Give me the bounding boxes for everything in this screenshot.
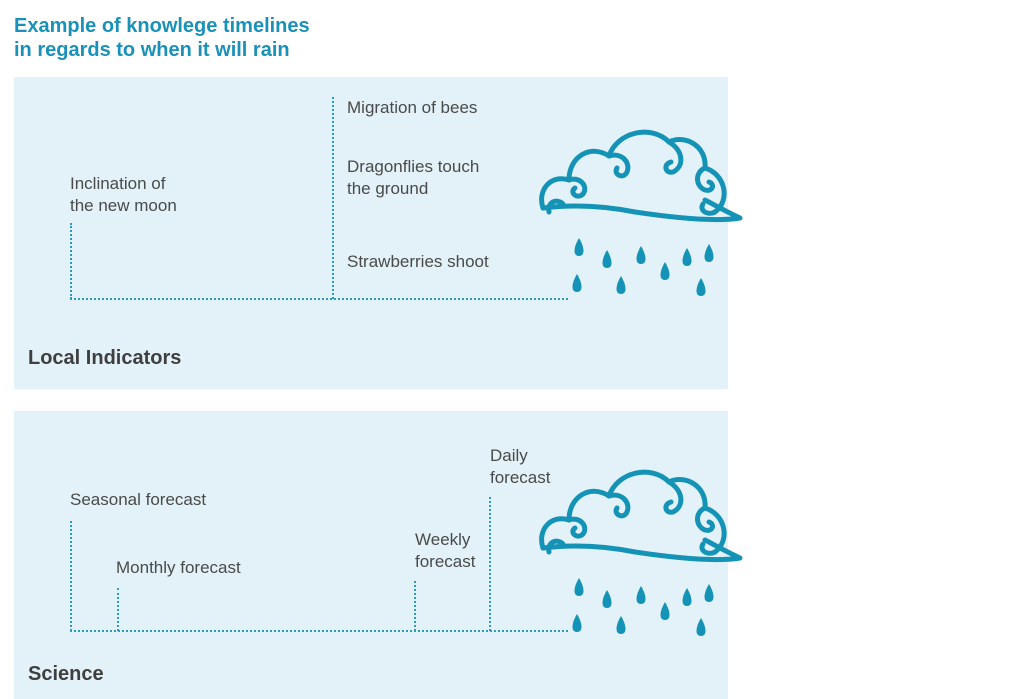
label-weekly-forecast: Weekly forecast [415, 530, 476, 571]
label-seasonal-forecast: Seasonal forecast [70, 490, 207, 509]
timeline-marker-seasonal [70, 521, 72, 631]
label-monthly-forecast: Monthly forecast [116, 558, 241, 577]
label-daily-forecast: Daily forecast [490, 446, 551, 487]
panel-heading-science: Science [28, 663, 104, 685]
timeline-axis [70, 298, 568, 300]
timeline-marker-monthly [117, 588, 119, 631]
label-bees: Migration of bees [347, 98, 478, 117]
rain-cloud-icon [539, 469, 743, 636]
science-panel: Seasonal forecast Monthly forecast Weekl… [14, 411, 728, 699]
label-dragonflies: Dragonflies touch the ground [347, 157, 480, 198]
local-indicators-panel: Inclination of the new moon Migration of… [14, 77, 728, 389]
timeline-marker-weekly [414, 581, 416, 631]
panel-heading-local: Local Indicators [28, 347, 182, 369]
timeline-marker-new-moon [70, 223, 72, 299]
timeline-marker-daily [489, 497, 491, 631]
timeline-marker-bees [332, 97, 334, 299]
page-title: Example of knowlege timelines in regards… [14, 14, 310, 62]
label-new-moon: Inclination of the new moon [70, 174, 177, 215]
rain-cloud-icon [539, 129, 743, 296]
timeline-axis [70, 630, 568, 632]
page-title-line2: in regards to when it will rain [14, 39, 290, 61]
page-title-line1: Example of knowlege timelines [14, 15, 310, 37]
label-strawberries: Strawberries shoot [347, 252, 489, 271]
